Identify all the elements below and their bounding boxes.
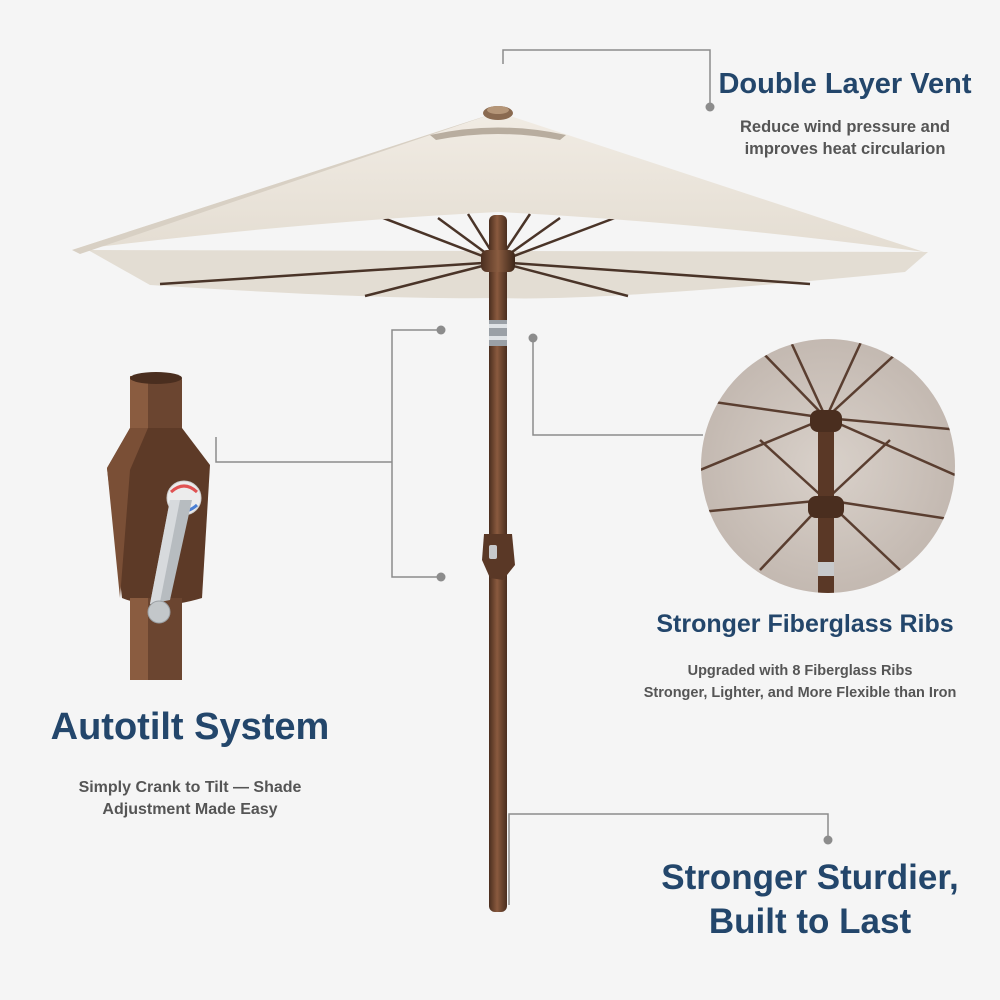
canopy-ribs: [159, 213, 811, 298]
vent-description-line: Reduce wind pressure and: [740, 118, 950, 136]
sturdy-title-line: Stronger Sturdier,: [661, 858, 959, 897]
autotilt-feature-title: Autotilt System: [50, 706, 330, 748]
sturdy-title-line: Built to Last: [708, 902, 912, 941]
ribs-feature-description: Upgraded with 8 Fiberglass Ribs Stronger…: [600, 660, 1000, 704]
vent-description-line: improves heat circularion: [744, 140, 946, 158]
autotilt-crank-closeup: [107, 372, 210, 680]
sturdy-feature-title: Stronger Sturdier, Built to Last: [630, 856, 990, 944]
ribs-description-line: Stronger, Lighter, and More Flexible tha…: [643, 685, 957, 701]
autotilt-description-line: Simply Crank to Tilt — Shade: [78, 779, 302, 796]
callout-lines: [215, 49, 829, 905]
autotilt-description-line: Adjustment Made Easy: [102, 801, 278, 818]
ribs-description-line: Upgraded with 8 Fiberglass Ribs: [687, 663, 913, 679]
ribs-closeup-circle: [701, 339, 955, 593]
vent-feature-description: Reduce wind pressure and improves heat c…: [700, 116, 990, 160]
callout-dots: [436, 102, 833, 845]
canopy-underside: [88, 250, 928, 299]
vent-cap: [483, 106, 513, 120]
vent-feature-title: Double Layer Vent: [718, 68, 972, 100]
autotilt-feature-description: Simply Crank to Tilt — Shade Adjustment …: [20, 777, 360, 821]
ribs-feature-title: Stronger Fiberglass Ribs: [656, 610, 954, 638]
umbrella-pole: [481, 215, 515, 912]
canopy-top: [72, 112, 924, 254]
